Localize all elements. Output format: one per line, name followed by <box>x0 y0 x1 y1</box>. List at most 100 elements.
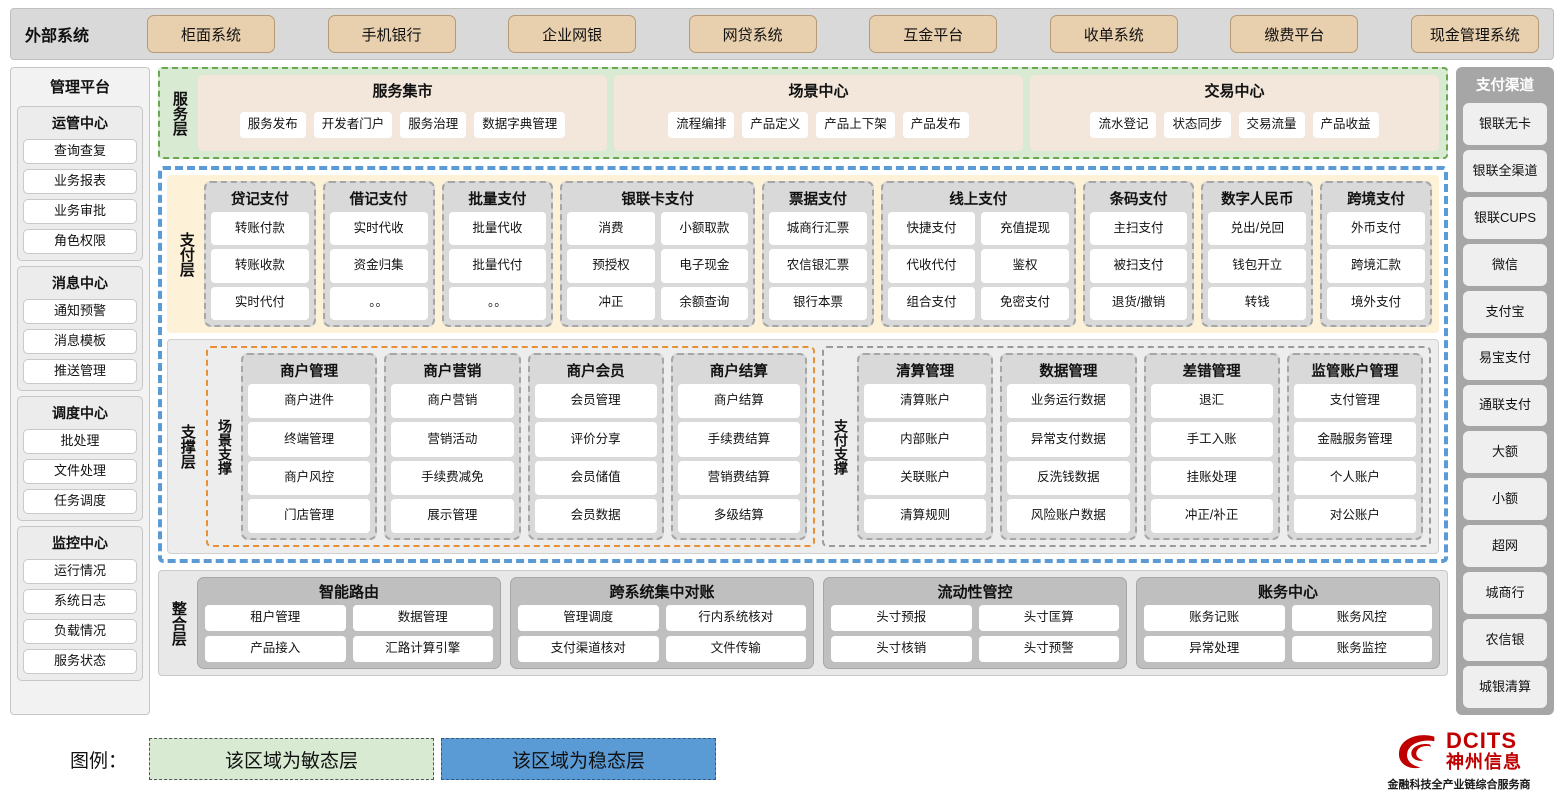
payment-channel-item[interactable]: 超网 <box>1463 525 1547 568</box>
support-item[interactable]: 金融服务管理 <box>1293 422 1416 457</box>
support-item[interactable]: 风险账户数据 <box>1007 498 1130 533</box>
support-item[interactable]: 对公账户 <box>1293 498 1416 533</box>
payment-channel-item[interactable]: 易宝支付 <box>1463 337 1547 380</box>
payment-item[interactable]: 兑出/兑回 <box>1208 212 1307 246</box>
service-item[interactable]: 数据字典管理 <box>474 112 566 138</box>
external-system-item[interactable]: 企业网银 <box>508 15 637 53</box>
support-item[interactable]: 展示管理 <box>391 498 514 533</box>
payment-item[interactable]: 城商行汇票 <box>769 212 867 246</box>
payment-item[interactable]: 钱包开立 <box>1208 249 1307 283</box>
integration-item[interactable]: 管理调度 <box>518 605 659 631</box>
payment-channel-item[interactable]: 微信 <box>1463 243 1547 286</box>
integration-item[interactable]: 头寸预报 <box>831 605 972 631</box>
payment-item[interactable]: 实时代收 <box>329 212 428 246</box>
payment-item[interactable]: 快捷支付 <box>887 212 976 246</box>
service-item[interactable]: 服务发布 <box>239 112 306 138</box>
payment-item[interactable]: 余额查询 <box>660 286 749 320</box>
service-item[interactable]: 开发者门户 <box>313 112 393 138</box>
payment-channel-item[interactable]: 支付宝 <box>1463 290 1547 333</box>
support-item[interactable]: 商户进件 <box>248 384 371 419</box>
external-system-item[interactable]: 互金平台 <box>869 15 998 53</box>
integration-item[interactable]: 头寸核销 <box>831 636 972 662</box>
payment-item[interactable]: 境外支付 <box>1327 286 1425 320</box>
support-item[interactable]: 支付管理 <box>1293 384 1416 419</box>
payment-item[interactable]: 冲正 <box>567 286 655 320</box>
management-item[interactable]: 消息模板 <box>23 329 137 354</box>
payment-item[interactable]: 批量代收 <box>448 212 547 246</box>
payment-channel-item[interactable]: 通联支付 <box>1463 384 1547 427</box>
support-item[interactable]: 营销活动 <box>391 422 514 457</box>
payment-item[interactable]: 外币支付 <box>1327 212 1425 246</box>
support-item[interactable]: 手续费结算 <box>677 422 800 457</box>
support-item[interactable]: 清算账户 <box>864 384 987 419</box>
payment-item[interactable]: 鉴权 <box>981 249 1069 283</box>
payment-channel-item[interactable]: 小额 <box>1463 478 1547 521</box>
payment-item[interactable]: 转钱 <box>1208 286 1307 320</box>
service-item[interactable]: 产品定义 <box>742 112 809 138</box>
payment-item[interactable]: 实时代付 <box>211 286 309 320</box>
payment-item[interactable]: 电子现金 <box>660 249 749 283</box>
payment-channel-item[interactable]: 城银清算 <box>1463 666 1547 708</box>
integration-item[interactable]: 数据管理 <box>352 605 493 631</box>
support-item[interactable]: 营销费结算 <box>677 460 800 495</box>
integration-item[interactable]: 账务风控 <box>1291 605 1432 631</box>
management-item[interactable]: 系统日志 <box>23 589 137 614</box>
service-item[interactable]: 产品收益 <box>1312 112 1379 138</box>
integration-item[interactable]: 文件传输 <box>665 636 806 662</box>
management-item[interactable]: 文件处理 <box>23 459 137 484</box>
support-item[interactable]: 个人账户 <box>1293 460 1416 495</box>
support-item[interactable]: 会员储值 <box>534 460 657 495</box>
payment-item[interactable]: 农信银汇票 <box>769 249 867 283</box>
service-item[interactable]: 服务治理 <box>400 112 467 138</box>
payment-item[interactable]: 批量代付 <box>448 249 547 283</box>
support-item[interactable]: 冲正/补正 <box>1150 498 1273 533</box>
management-item[interactable]: 服务状态 <box>23 649 137 674</box>
payment-item[interactable]: 资金归集 <box>329 249 428 283</box>
payment-channel-item[interactable]: 城商行 <box>1463 572 1547 615</box>
support-item[interactable]: 挂账处理 <box>1150 460 1273 495</box>
payment-channel-item[interactable]: 银联无卡 <box>1463 103 1547 145</box>
management-item[interactable]: 查询查复 <box>23 139 137 164</box>
payment-item[interactable]: 转账收款 <box>211 249 309 283</box>
payment-channel-item[interactable]: 农信银 <box>1463 619 1547 662</box>
support-item[interactable]: 评价分享 <box>534 422 657 457</box>
support-item[interactable]: 内部账户 <box>864 422 987 457</box>
external-system-item[interactable]: 收单系统 <box>1049 15 1178 53</box>
support-item[interactable]: 退汇 <box>1150 384 1273 419</box>
payment-item[interactable]: 消费 <box>567 212 655 246</box>
payment-channel-item[interactable]: 银联全渠道 <box>1463 149 1547 192</box>
support-item[interactable]: 手工入账 <box>1150 422 1273 457</box>
external-system-item[interactable]: 现金管理系统 <box>1410 15 1539 53</box>
integration-item[interactable]: 异常处理 <box>1144 636 1285 662</box>
support-item[interactable]: 会员管理 <box>534 384 657 419</box>
support-item[interactable]: 反洗钱数据 <box>1007 460 1130 495</box>
support-item[interactable]: 多级结算 <box>677 498 800 533</box>
support-item[interactable]: 清算规则 <box>864 498 987 533</box>
integration-item[interactable]: 租户管理 <box>205 605 346 631</box>
service-item[interactable]: 流水登记 <box>1090 112 1157 138</box>
payment-item[interactable]: 预授权 <box>567 249 655 283</box>
support-item[interactable]: 商户风控 <box>248 460 371 495</box>
payment-item[interactable]: 主扫支付 <box>1089 212 1188 246</box>
management-item[interactable]: 运行情况 <box>23 559 137 584</box>
external-system-item[interactable]: 柜面系统 <box>147 15 275 53</box>
external-system-item[interactable]: 缴费平台 <box>1230 15 1359 53</box>
management-item[interactable]: 业务报表 <box>23 169 137 194</box>
support-item[interactable]: 关联账户 <box>864 460 987 495</box>
payment-item[interactable]: 。。 <box>329 286 428 320</box>
payment-item[interactable]: 充值提现 <box>981 212 1069 246</box>
external-system-item[interactable]: 手机银行 <box>327 15 456 53</box>
support-item[interactable]: 终端管理 <box>248 422 371 457</box>
integration-item[interactable]: 支付渠道核对 <box>518 636 659 662</box>
payment-channel-item[interactable]: 大额 <box>1463 431 1547 474</box>
management-item[interactable]: 角色权限 <box>23 229 137 254</box>
external-system-item[interactable]: 网贷系统 <box>688 15 817 53</box>
service-item[interactable]: 流程编排 <box>668 112 735 138</box>
management-item[interactable]: 任务调度 <box>23 489 137 514</box>
integration-item[interactable]: 头寸预警 <box>978 636 1119 662</box>
payment-item[interactable]: 免密支付 <box>981 286 1069 320</box>
service-item[interactable]: 状态同步 <box>1164 112 1231 138</box>
service-item[interactable]: 交易流量 <box>1238 112 1305 138</box>
service-item[interactable]: 产品发布 <box>902 112 969 138</box>
management-item[interactable]: 负载情况 <box>23 619 137 644</box>
